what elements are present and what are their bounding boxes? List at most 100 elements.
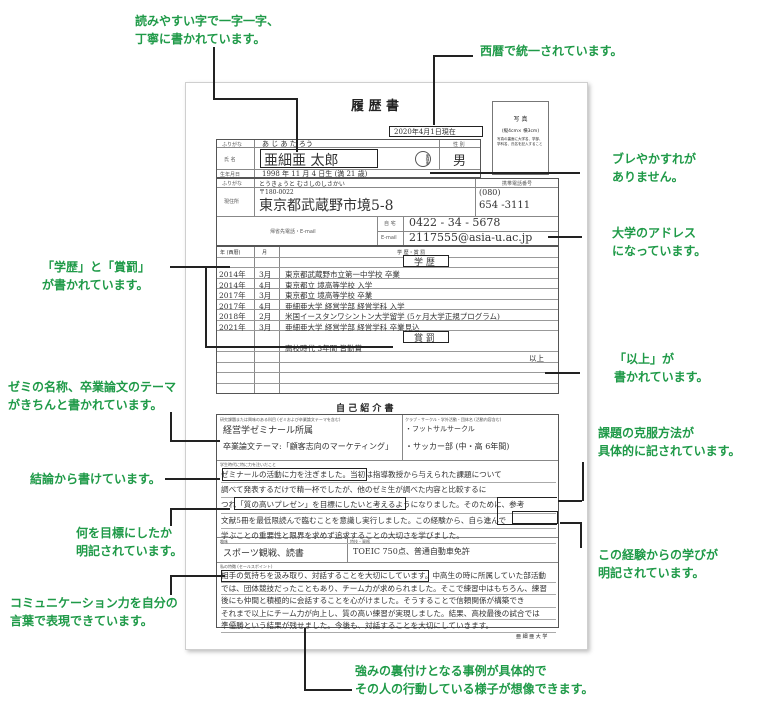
name-furigana: あ じ あ た ろう (262, 140, 313, 148)
annotation-line: 言葉で表現できています。 (10, 614, 153, 628)
mobile-number: 654 -3111 (479, 200, 531, 211)
self-intro-title: 自 己 紹 介 書 (336, 404, 394, 414)
annotation-line: ありません。 (612, 170, 684, 184)
annotation-handwriting: 読みやすい字で一字一字、丁寧に書かれています。 (135, 12, 279, 48)
feature-line: 相手の気持ちを汲み取り、対話することを大切にしています。中高生の時に所属していた… (221, 570, 556, 583)
history-year: 2017年 (219, 301, 246, 311)
annotation-communication: コミュニケーション力を自分の言葉で表現できています。 (10, 594, 178, 630)
annotation-line: 明記されています。 (598, 566, 705, 580)
birth-date: 1998 年 11 月 4 日生 (満 21 歳) (262, 170, 368, 178)
name-box: 亜細亜 太郎 (260, 149, 378, 169)
label-name: 氏 名 (224, 157, 236, 163)
annotation-line: ゼミの名称、卒業論文のテーマ (8, 380, 177, 394)
award: 高校時代 3年間 皆勤賞 (285, 344, 363, 353)
annotation-line: その人の行動している様子が想像できます。 (355, 682, 594, 696)
history-year: 2018年 (219, 312, 246, 321)
annotation-line: 課題の克服方法が (598, 426, 695, 440)
annotation-line: ブレやかすれが (612, 152, 697, 166)
photo-note: 写真の裏面に大学名、学部、学科名、氏名を記入すること (497, 137, 543, 146)
resume-title: 履 歴 書 (351, 99, 400, 114)
mobile-area: (080) (479, 188, 501, 197)
annotation-stamp: ブレやかすれがありません。 (612, 150, 696, 186)
annotation-line: 大学のアドレス (612, 226, 697, 240)
label-contact: 帰省先電話・E-mail (270, 229, 316, 235)
history-row: 2017年 4月 亜細亜大学 経営学部 経営学科 入学 (217, 300, 558, 311)
annotation-line: がきちんと書かれています。 (8, 398, 163, 412)
postal-code: 〒180-0022 (259, 189, 294, 196)
label-email: E-mail (381, 235, 397, 241)
label-furigana: ふりがな (222, 142, 243, 148)
annotation-line: 「以上」が (614, 352, 675, 366)
ijo: 以上 (529, 354, 544, 363)
resume-sheet: 履 歴 書 写 真 (縦4cm× 横3cm) 写真の裏面に大学名、学部、学科名、… (185, 82, 588, 650)
label-hobby: 趣味 (220, 539, 228, 544)
annotation-line: 書かれています。 (614, 370, 709, 384)
label-furigana-address: ふりがな (222, 181, 243, 187)
annotation-goal: 何を目標にしたか明記されています。 (76, 524, 182, 560)
education-heading: 学 歴 (414, 258, 435, 268)
label-address: 現住所 (224, 199, 240, 205)
history-text: 東京都武蔵野市立第一中学校 卒業 (285, 270, 400, 279)
label-birth: 生年月日 (220, 172, 241, 178)
club-soccer: ・サッカー部 (中・高 6年間) (405, 442, 510, 451)
annotation-line: 丁寧に書かれています。 (135, 32, 266, 46)
annotation-western-year: 西暦で統一されています。 (480, 44, 623, 58)
annotation-line: 何を目標にしたか (76, 526, 173, 540)
research-thesis: 卒業論文テーマ:「顧客志向のマーケティング」 (223, 442, 394, 451)
university-name: 亜 細 亜 大 学 (516, 634, 548, 640)
history-text: 亜細亜大学 経営学部 経営学科 入学 (285, 301, 405, 311)
label-feature: 私の特徴 (セールスポイント) (220, 564, 273, 569)
annotation-email: 大学のアドレスになっています。 (612, 224, 706, 260)
annotation-line: この経験からの学びが (598, 548, 719, 562)
highlight-communication (221, 570, 429, 582)
stamp-text: 亜細亜 (426, 154, 430, 165)
effort-line: 学ぶことの重要性と限界を求めず追求することの大切さを学びました。 (221, 529, 556, 545)
self-intro-table: 研究課題または興味のある科目 (ゼミおよび卒業論文テーマを含む) 経営学ゼミナー… (216, 414, 559, 633)
feature-line: では、団体競技だったこともあり、チーム力が求められました。そこで練習中はもちろん… (221, 583, 556, 595)
annotation-line: コミュニケーション力を自分の (10, 596, 178, 610)
highlight-conclusion (222, 468, 367, 481)
history-year: 2014年 (219, 270, 246, 279)
highlight-learning (512, 511, 558, 524)
research-seminar: 経営学ゼミナール所属 (223, 426, 314, 436)
history-month: 3月 (259, 291, 272, 300)
annotation-line: が書かれています。 (42, 278, 149, 292)
awards-heading-box: 賞 罰 (403, 331, 449, 344)
feature-line: それまで以上にチーム力が向上し、質の高い練習が実現しました。結果、高校最後の試合… (221, 608, 556, 620)
annotation-overcome: 課題の克服方法が具体的に記されています。 (598, 424, 740, 460)
annotation-line: 読みやすい字で一字一字、 (135, 14, 280, 28)
email: 2117555@asia-u.ac.jp (409, 231, 533, 244)
annotation-line: 「学歴」と「賞罰」 (42, 260, 151, 274)
feature-line: 準優勝という結果が残せました。今後も、対話することを大切にしていきます。 (221, 620, 556, 633)
highlight-method (497, 497, 557, 525)
effort-line: つれ「質の高いプレゼン」を目標にしたいと考えるようになりました。そのために、参考 (221, 498, 556, 514)
hanko-stamp: 亜細亜 (415, 151, 431, 167)
history-row: 2014年 3月 東京都武蔵野市立第一中学校 卒業 (217, 268, 558, 279)
effort-line: 文献5冊を最低限読んで臨むことを意識し実行しました。この経験から、自ら進んで (221, 514, 556, 529)
education-heading-box: 学 歴 (403, 255, 449, 268)
history-month: 3月 (259, 270, 272, 279)
history-month: 3月 (259, 322, 272, 332)
hobby: スポーツ観戦、読書 (223, 549, 304, 559)
history-month: 4月 (259, 301, 272, 311)
effort-line: ゼミナールの活動に力を注ぎました。当初は指導教授から与えられた課題について (221, 468, 556, 484)
label-mobile: 携帯電話番号 (502, 181, 533, 187)
annotation-line: 強みの裏付けとなる事例が具体的で (355, 664, 547, 678)
skill: TOEIC 750点、普通自動車免許 (353, 547, 470, 556)
history-year: 2014年 (219, 280, 246, 290)
annotation-line: になっています。 (612, 244, 707, 258)
gender: 男 (453, 154, 467, 169)
home-phone: 0422 - 34 - 5678 (409, 216, 501, 229)
full-name: 亜細亜 太郎 (264, 153, 339, 169)
label-effort: 学生時代に特に力を注いだこと (220, 462, 276, 467)
label-year: 年 (西暦) (220, 250, 241, 256)
label-skill: 特技・資格 (350, 539, 370, 544)
history-month: 2月 (259, 312, 272, 321)
annotation-seminar: ゼミの名称、卒業論文のテーマがきちんと書かれています。 (8, 378, 176, 414)
label-research: 研究課題または興味のある科目 (ゼミおよび卒業論文テーマを含む) (220, 417, 341, 422)
